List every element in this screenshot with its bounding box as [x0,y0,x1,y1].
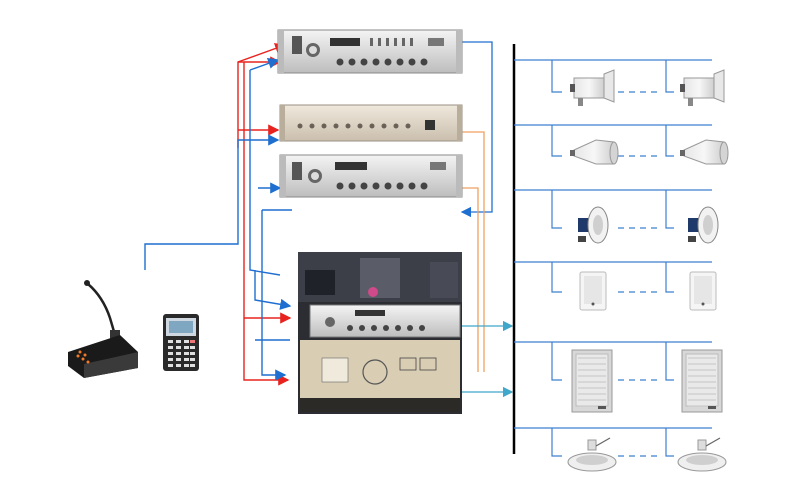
left-drop-line [551,342,562,381]
right-drop-line [665,190,674,229]
speaker-zone-row [514,189,719,244]
horn-speaker-icon [570,69,615,106]
projection-speaker-icon [688,206,719,244]
ceiling-speaker-icon [567,437,617,472]
speaker-zone-row [514,427,727,472]
wall-mount-speaker-icon [579,271,607,311]
boxed-mixer-amplifier-photo [298,252,462,414]
bell-horn-speaker-icon [570,139,619,165]
speaker-zone-row [514,261,717,311]
right-drop-line [665,342,674,381]
column-box-speaker-icon [681,349,723,413]
horn-speaker-icon [680,69,725,106]
left-drop-line [551,60,562,93]
projection-speaker-icon [578,206,609,244]
speaker-zone-row [514,341,723,413]
remote-control-keypad-panel [163,314,199,371]
left-drop-line [551,262,562,293]
right-drop-line [665,125,674,157]
bell-horn-speaker-icon [680,139,729,165]
speaker-zone-row [514,124,729,165]
speaker-zone-row [514,59,725,106]
input-wiring [144,43,292,386]
right-drop-line [665,262,674,293]
wall-mount-speaker-icon [689,271,717,311]
mixer-amplifier-top [277,29,463,74]
right-drop-line [665,428,674,457]
paging-microphone-console [68,280,138,378]
right-drop-line [665,60,674,93]
left-drop-line [551,428,562,457]
signal-distributor [279,104,463,142]
left-drop-line [551,190,562,229]
output-wiring [460,41,514,398]
ceiling-speaker-icon [677,437,727,472]
column-box-speaker-icon [571,349,613,413]
left-drop-line [551,125,562,157]
mixer-amplifier-mid [279,154,463,198]
speaker-zones [514,59,729,472]
